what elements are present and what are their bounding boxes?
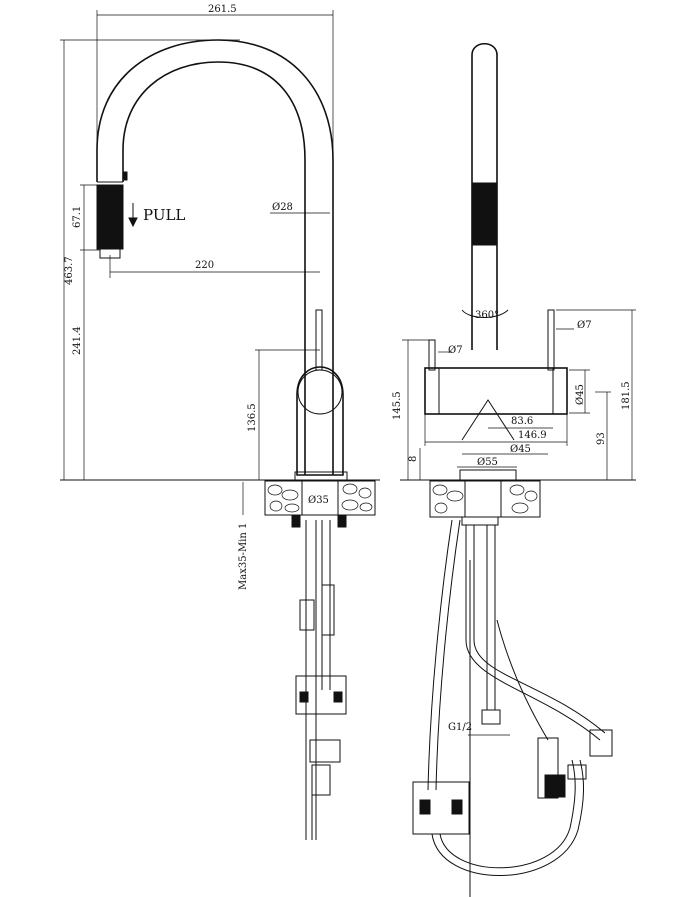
side-view: 360° Ø7 Ø7 Ø45 145.5 8 83.6 146.9 [392,42,636,897]
dim-side-height: 145.5 [392,391,403,420]
dim-lever-left: Ø7 [448,345,463,356]
side-hose-weight [412,781,470,835]
dim-body-width: Ø45 [510,444,531,455]
dim-side-lower: 93 [596,432,607,445]
pull-arrow-icon [128,217,138,228]
dim-handle-height: 67.1 [72,206,83,228]
dim-lever-right: Ø7 [577,320,592,331]
dim-body-length: 146.9 [518,430,547,441]
countertop-section: Ø35 [264,480,376,516]
side-body [424,367,568,415]
dim-thread: G1/2 [448,722,472,733]
dim-base-plate: Ø55 [477,457,498,468]
supply-hoses [291,514,347,840]
lever-handle [315,309,323,371]
dim-side-total: 181.5 [621,381,632,410]
side-supply-hoses [412,516,613,897]
dim-reach: 220 [195,260,214,271]
hose-weight [295,675,347,715]
dim-counter-thickness: Max35-Min 1 [238,523,249,590]
dim-lower-height: 241.4 [72,326,83,355]
dim-total-height: 463.7 [64,256,75,285]
rotation-label: 360° [475,310,499,321]
pull-label: PULL [143,206,185,224]
dim-body-dia: Ø45 [575,384,586,405]
dim-lever-center: 83.6 [511,416,533,427]
pull-handle-grip [96,184,124,250]
dim-body-height: 136.5 [247,403,258,432]
dim-base-dia: Ø35 [308,495,329,506]
dim-total-width: 261.5 [208,4,237,15]
side-pull-handle [471,182,498,246]
side-countertop-section [429,480,541,518]
front-view: 261.5 463.7 67.1 241.4 PULL Ø28 220 [60,4,380,840]
dim-spout-dia: Ø28 [272,202,293,213]
dim-base-gap: 8 [408,456,419,462]
